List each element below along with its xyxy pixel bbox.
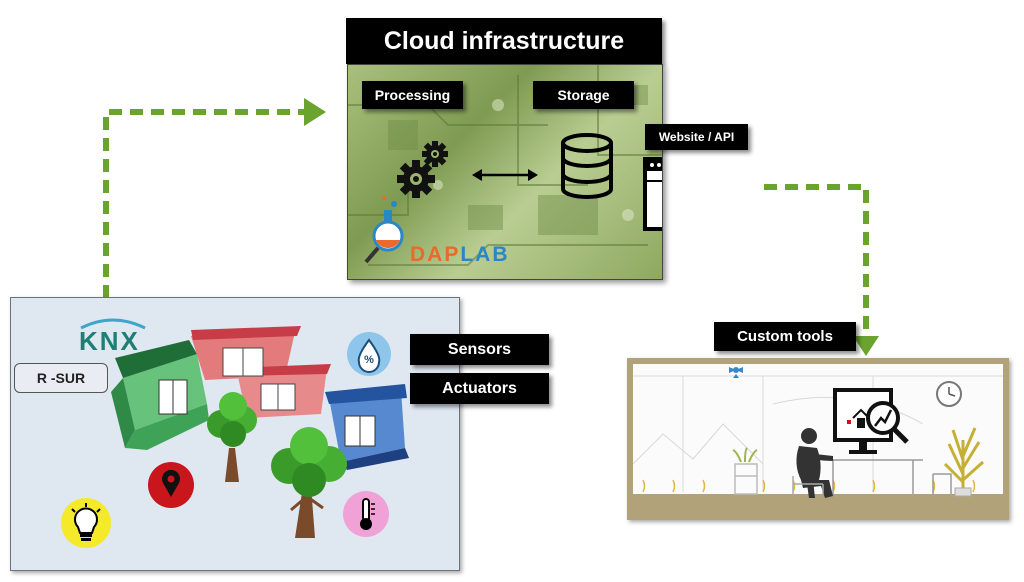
double-arrow-icon [472, 169, 538, 181]
gears-icon [397, 141, 448, 198]
storage-label: Storage [533, 81, 634, 109]
smart-home-illustration: KNX [61, 318, 409, 548]
cloud-to-office-connector [764, 184, 869, 338]
website-api-label: Website / API [645, 124, 748, 150]
office-panel [627, 358, 1009, 520]
daplab-logo: DAPLAB [410, 243, 510, 266]
monitor-chart-icon [833, 388, 909, 454]
custom-tools-label: Custom tools [714, 322, 856, 351]
cloud-to-office-arrowhead [853, 336, 879, 356]
thermometer-icon [343, 491, 389, 537]
blue-building [325, 384, 409, 470]
cloud-panel: DAPLAB [347, 64, 663, 280]
svg-text:%: % [364, 354, 374, 366]
cloud-title: Cloud infrastructure [346, 18, 662, 64]
person-silhouette [796, 428, 833, 498]
red-building [191, 326, 331, 418]
knx-logo: KNX [79, 318, 146, 356]
tree-large [271, 427, 347, 538]
home-to-cloud-connector [103, 109, 306, 298]
database-icon [561, 133, 613, 199]
flask-magnifier-icon [364, 196, 404, 264]
green-building [111, 340, 209, 450]
office-illustration [633, 367, 1003, 514]
svg-text:KNX: KNX [79, 326, 140, 356]
plant-icon [943, 427, 985, 490]
processing-label: Processing [362, 81, 463, 109]
browser-cursor-icon[interactable] [643, 157, 662, 231]
home-panel: KNX [10, 297, 460, 571]
sensors-label: Sensors [410, 334, 549, 365]
circuit-board-background: DAPLAB [348, 65, 662, 266]
actuators-label: Actuators [410, 373, 549, 404]
home-to-cloud-arrowhead [304, 98, 326, 126]
clock-icon [936, 381, 962, 407]
lightbulb-icon [61, 498, 111, 548]
fan-icon [729, 367, 743, 378]
location-pin-icon [148, 462, 194, 508]
rsur-label: R -SUR [14, 363, 108, 393]
tree-small [207, 392, 257, 482]
water-drop-icon: % [347, 332, 391, 376]
